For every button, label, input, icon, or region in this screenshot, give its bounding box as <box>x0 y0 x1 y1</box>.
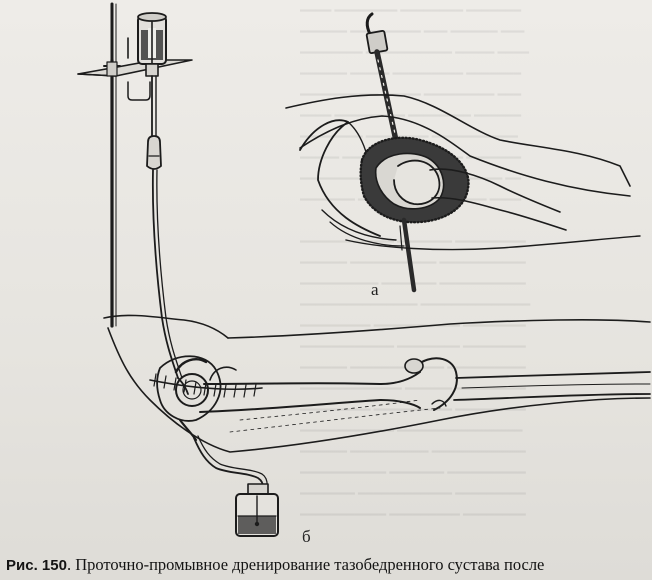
caption-figure-number: Рис. 150 <box>6 557 67 574</box>
inset-a-hip-joint <box>285 12 641 293</box>
iv-stand <box>77 2 193 328</box>
main-figure-b-leg <box>103 314 651 453</box>
inflow-tube <box>146 75 183 379</box>
irrigation-reservoir <box>137 12 167 77</box>
figure-label-a: а <box>371 280 379 299</box>
figure-label-b: б <box>302 527 311 546</box>
bleed-through-texture: ━━━━ ━━━━━━━━ ━━━━━━━━ ━━━━━━━ ━━━━━━ ━━… <box>300 3 531 522</box>
collection-bottle <box>235 483 279 537</box>
caption-text: . Проточно-промывное дренирование тазобе… <box>66 555 545 574</box>
figure-caption: Рис. 150. Проточно-промывное дренировани… <box>6 555 650 575</box>
